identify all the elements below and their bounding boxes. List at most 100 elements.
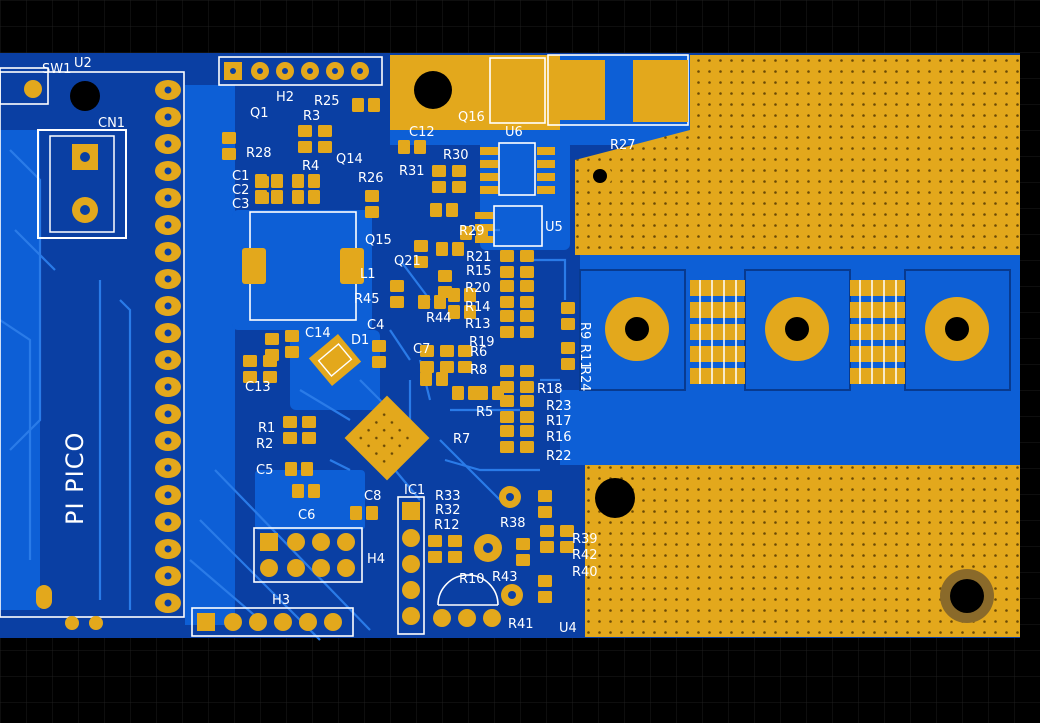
smd-passive	[428, 535, 442, 563]
label-r9: R9	[577, 322, 592, 339]
pico-pin-hole	[164, 302, 172, 310]
smd-passive	[292, 484, 320, 498]
smd-passive	[520, 365, 534, 393]
smd-passive	[520, 395, 534, 423]
power-plane-bottom	[585, 465, 1020, 637]
pico-pin-hole	[164, 194, 172, 202]
d1-diode	[308, 333, 362, 387]
label-r4: R4	[302, 159, 319, 174]
smd-passive	[436, 242, 464, 256]
smd-passive	[500, 365, 514, 393]
label-c4: C4	[367, 318, 384, 333]
label-u5: U5	[545, 220, 563, 235]
label-r41: R41	[508, 617, 534, 632]
power-stage-blocks	[579, 269, 1011, 391]
label-h4: H4	[367, 552, 385, 567]
label-r29: R29	[459, 224, 485, 239]
label-r17: R17	[546, 414, 572, 429]
label-r38: R38	[500, 516, 526, 531]
label-r43: R43	[492, 570, 518, 585]
smd-passive	[520, 310, 534, 338]
label-c14: C14	[305, 326, 331, 341]
label-r20: R20	[465, 281, 491, 296]
label-r23: R23	[546, 399, 572, 414]
label-r44: R44	[426, 311, 452, 326]
smd-passive	[561, 342, 575, 370]
label-r45: R45	[354, 292, 380, 307]
label-r18: R18	[537, 382, 563, 397]
smd-passive	[318, 125, 332, 153]
label-h2: H2	[276, 90, 294, 105]
smd-passive	[538, 490, 552, 518]
label-r14: R14	[465, 300, 491, 315]
label-c7: C7	[413, 342, 430, 357]
label-r13: R13	[465, 317, 491, 332]
smd-passive	[398, 140, 426, 154]
smd-passive	[538, 575, 552, 603]
smd-passive	[420, 372, 448, 386]
l1-inductor	[242, 211, 364, 321]
label-r11: R11	[577, 344, 592, 370]
label-r16: R16	[546, 430, 572, 445]
q10-transistor	[433, 486, 523, 627]
smd-passive	[418, 295, 446, 309]
h3-header	[191, 607, 354, 637]
ic1-footprint	[397, 496, 425, 635]
pico-pin-hole	[164, 464, 172, 472]
pico-pin-hole	[164, 140, 172, 148]
label-l1: L1	[360, 267, 376, 282]
smd-passive	[283, 416, 297, 444]
smd-passive	[520, 250, 534, 278]
q16-tab	[390, 54, 689, 130]
smd-passive	[460, 226, 488, 240]
label-c3: C3	[232, 197, 249, 212]
label-r21: R21	[466, 250, 492, 265]
label-c13: C13	[245, 380, 271, 395]
smd-passive	[414, 240, 428, 268]
pico-pin-header	[0, 67, 185, 630]
silkscreen-labels: SW1 U2 CN1 H2 Q1 R25 R3 R28 R4 Q14 C12 Q…	[42, 56, 636, 636]
smd-passive	[302, 416, 316, 444]
smd-passive	[255, 176, 269, 204]
label-d1: D1	[351, 333, 369, 348]
pico-pin-hole	[164, 383, 172, 391]
smd-passive	[458, 345, 472, 373]
pico-pin-hole	[164, 572, 172, 580]
u6-package	[480, 142, 555, 196]
label-r6: R6	[470, 345, 487, 360]
smd-passive	[243, 355, 257, 383]
cn1-connector	[37, 129, 127, 239]
label-r26: R26	[358, 171, 384, 186]
label-r19: R19	[469, 335, 495, 350]
pico-pin-hole	[164, 356, 172, 364]
smd-passive	[520, 280, 534, 308]
smd-passive	[448, 305, 476, 319]
pico-pin-hole	[164, 329, 172, 337]
label-r25: R25	[314, 94, 340, 109]
smd-passive	[520, 425, 534, 453]
label-r39: R39	[572, 532, 598, 547]
smd-passive	[420, 345, 434, 373]
passive-components	[222, 98, 575, 603]
label-q21: Q21	[394, 254, 421, 269]
smd-passive	[285, 462, 313, 476]
label-r30: R30	[443, 148, 469, 163]
pico-pin-hole	[164, 599, 172, 607]
label-r33: R33	[435, 489, 461, 504]
label-r22: R22	[546, 449, 572, 464]
label-r40: R40	[572, 565, 598, 580]
pico-pin-hole	[164, 437, 172, 445]
label-r15: R15	[466, 264, 492, 279]
pico-pin-hole	[164, 518, 172, 526]
label-sw1: SW1	[42, 62, 71, 77]
label-q14: Q14	[336, 152, 363, 167]
smd-passive	[500, 425, 514, 453]
pico-pin-hole	[164, 248, 172, 256]
label-r7: R7	[453, 432, 470, 447]
pico-pin-hole	[164, 275, 172, 283]
smd-passive	[500, 395, 514, 423]
smd-passive	[452, 165, 466, 193]
label-c8: C8	[364, 489, 381, 504]
label-ic1: IC1	[404, 483, 425, 498]
